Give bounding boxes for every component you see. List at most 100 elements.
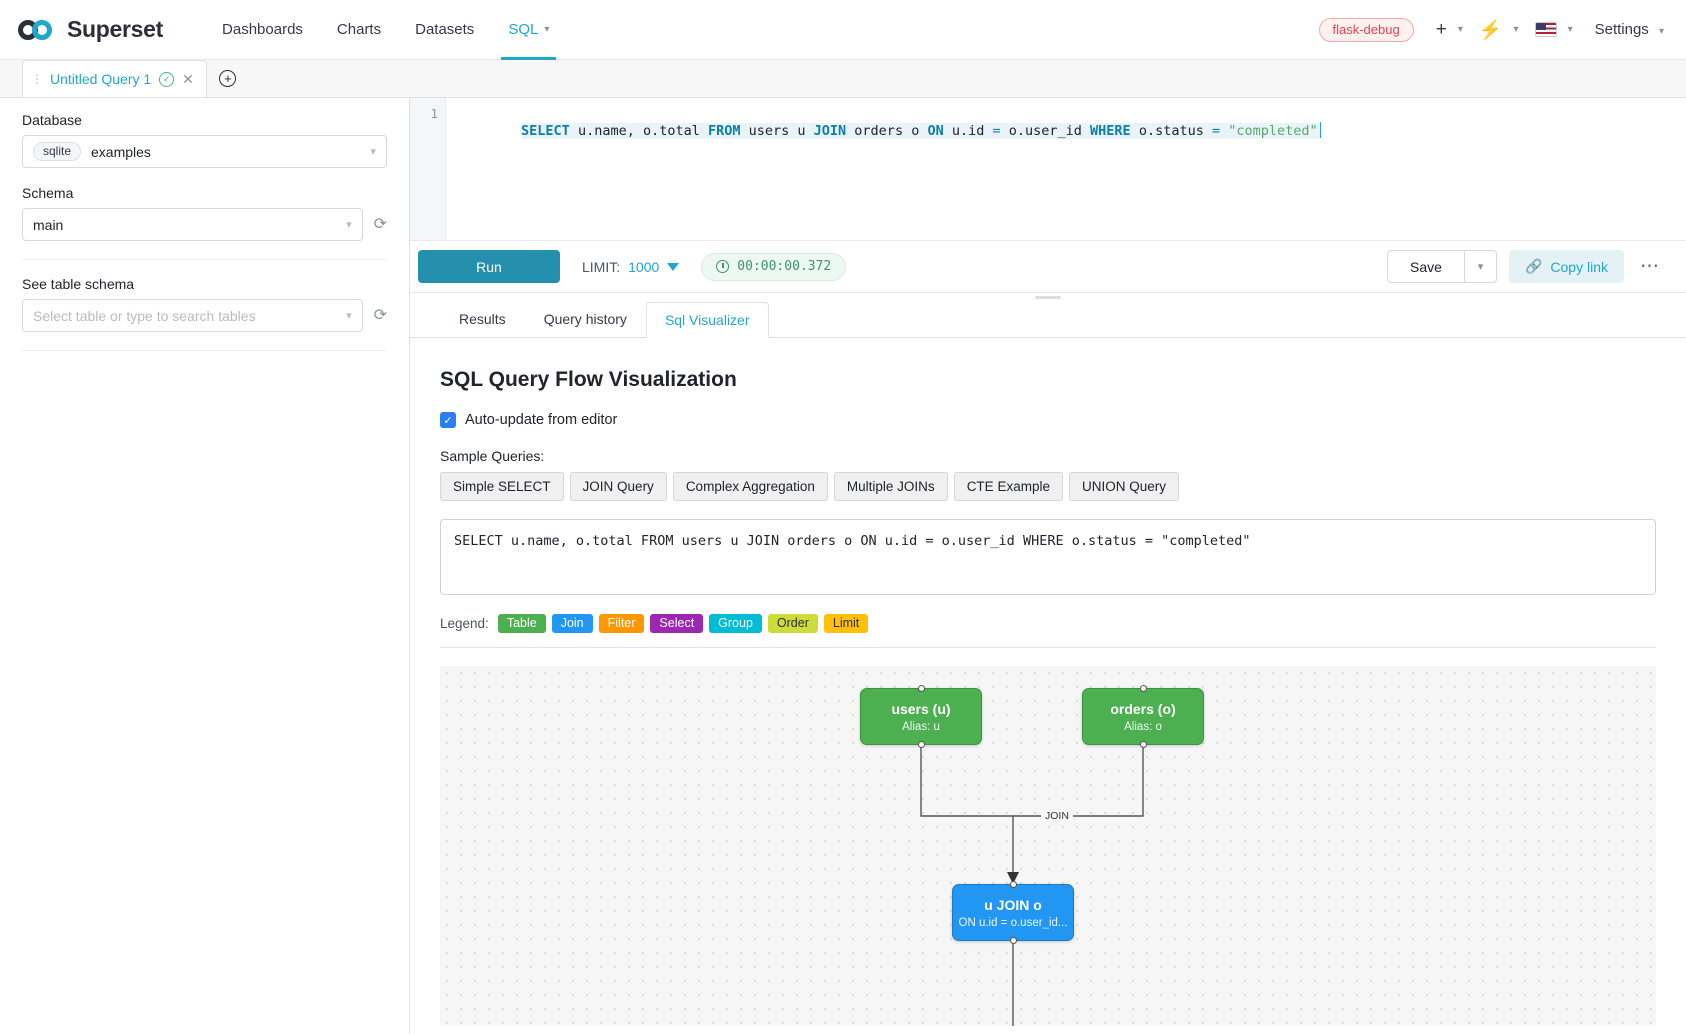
drag-handle-icon[interactable]: ⋮: [31, 72, 43, 86]
infinity-logo-icon: [18, 18, 58, 42]
new-item-button[interactable]: + ▾: [1430, 15, 1469, 45]
sample-queries-label: Sample Queries:: [440, 448, 545, 464]
panel-divider: [22, 259, 387, 260]
auto-update-checkbox[interactable]: ✓: [440, 412, 456, 428]
database-field: Database sqlite examples ▾: [22, 112, 387, 168]
panel-resize-handle[interactable]: [410, 293, 1686, 301]
graph-node-users[interactable]: users (u) Alias: u: [860, 685, 982, 748]
add-query-tab-button[interactable]: +: [207, 60, 249, 97]
check-circle-icon: ✓: [159, 71, 175, 87]
query-flow-graph[interactable]: JOIN users (u) Alias: u orders (o) Alias…: [440, 666, 1656, 1026]
database-select[interactable]: sqlite examples ▾: [22, 135, 387, 168]
sample-button-union-query[interactable]: UNION Query: [1068, 472, 1179, 501]
brand-name: Superset: [67, 16, 164, 42]
tab-sql-visualizer[interactable]: Sql Visualizer: [645, 302, 769, 338]
legend-chip-order: Order: [767, 614, 818, 633]
copy-link-button[interactable]: 🔗 Copy link: [1508, 250, 1624, 283]
nav-label: Charts: [336, 21, 382, 38]
chevron-down-icon: ▾: [1658, 26, 1664, 37]
chevron-down-icon: ▾: [544, 24, 550, 35]
sql-input-textarea[interactable]: [440, 519, 1656, 595]
copy-link-label: Copy link: [1550, 258, 1608, 275]
table-select[interactable]: Select table or type to search tables ▾: [22, 299, 363, 332]
chevron-down-icon: ▾: [370, 146, 376, 158]
schema-select[interactable]: main ▾: [22, 208, 363, 241]
plus-icon: +: [1435, 18, 1447, 40]
save-button[interactable]: Save: [1387, 250, 1465, 283]
chevron-down-icon: ▾: [1567, 24, 1573, 35]
schema-value: main: [33, 216, 64, 233]
language-selector[interactable]: ▾: [1529, 18, 1579, 41]
query-tab-label: Untitled Query 1: [50, 71, 152, 87]
flask-debug-badge: flask-debug: [1318, 17, 1414, 42]
nav-item-dashboards[interactable]: Dashboards: [205, 0, 320, 60]
ellipsis-icon[interactable]: ⋯: [1640, 256, 1660, 277]
node-port-bottom: [917, 741, 925, 748]
legend-chip-table: Table: [497, 614, 546, 633]
schema-field: Schema main ▾ ⟳: [22, 185, 387, 241]
resize-grip: [1035, 295, 1061, 299]
lightning-bolt-icon: ⚡: [1478, 19, 1503, 41]
limit-label: LIMIT:: [582, 258, 621, 275]
node-title: users (u): [891, 700, 951, 717]
nav-item-datasets[interactable]: Datasets: [398, 0, 491, 60]
nav-item-charts[interactable]: Charts: [320, 0, 398, 60]
legend-chip-group: Group: [709, 614, 762, 633]
chevron-down-icon: ▾: [346, 310, 352, 322]
node-subtitle: Alias: o: [1124, 720, 1162, 733]
sample-button-join-query[interactable]: JOIN Query: [569, 472, 667, 501]
editor-line-1: SELECT u.name, o.total FROM users u JOIN…: [521, 123, 1320, 139]
sample-button-cte-example[interactable]: CTE Example: [953, 472, 1063, 501]
legend-chip-filter: Filter: [598, 614, 645, 633]
tab-query-history[interactable]: Query history: [525, 301, 646, 337]
chevron-down-icon: ▾: [346, 219, 352, 231]
us-flag-icon: [1534, 22, 1557, 37]
nav-label: Dashboards: [222, 21, 303, 38]
link-icon: 🔗: [1524, 258, 1543, 274]
sql-ace-editor[interactable]: 1 SELECT u.name, o.total FROM users u JO…: [410, 98, 1686, 241]
refresh-schema-icon[interactable]: ⟳: [373, 215, 387, 233]
graph-node-join[interactable]: u JOIN o ON u.id = o.user_id...: [952, 881, 1074, 944]
node-subtitle: ON u.id = o.user_id...: [958, 916, 1068, 929]
left-query-panel: Database sqlite examples ▾ Schema main ▾…: [0, 98, 410, 1034]
query-tab-strip: ⋮ Untitled Query 1 ✓ ✕ +: [0, 60, 1686, 98]
node-title: u JOIN o: [984, 896, 1042, 913]
graph-node-orders[interactable]: orders (o) Alias: o: [1082, 685, 1204, 748]
top-navbar: Superset Dashboards Charts Datasets SQL …: [0, 0, 1686, 60]
refresh-tables-icon[interactable]: ⟳: [373, 306, 387, 324]
sample-button-multiple-joins[interactable]: Multiple JOINs: [833, 472, 948, 501]
clock-icon: [716, 260, 730, 273]
legend-chip-limit: Limit: [823, 614, 869, 633]
superset-logo[interactable]: Superset: [18, 16, 163, 43]
editor-code-area[interactable]: SELECT u.name, o.total FROM users u JOIN…: [446, 98, 1686, 240]
save-dropdown-chevron-down-icon[interactable]: ▾: [1464, 250, 1497, 283]
node-title: orders (o): [1110, 700, 1176, 717]
database-value: examples: [91, 143, 151, 160]
timer-value: 00:00:00.372: [737, 259, 832, 274]
right-editor-panel: 1 SELECT u.name, o.total FROM users u JO…: [410, 98, 1686, 1034]
limit-value: 1000: [628, 258, 660, 275]
settings-menu[interactable]: Settings ▾: [1583, 21, 1664, 38]
tab-results[interactable]: Results: [440, 301, 525, 337]
nav-item-sql[interactable]: SQL ▾: [491, 0, 566, 60]
chevron-down-icon: ▾: [1457, 24, 1463, 35]
sample-button-simple-select[interactable]: Simple SELECT: [440, 472, 564, 501]
tab-label: Sql Visualizer: [664, 312, 750, 328]
text-cursor: [1319, 122, 1321, 138]
node-port-bottom: [1139, 741, 1147, 748]
schema-label: Schema: [22, 185, 74, 201]
table-schema-label: See table schema: [22, 276, 135, 292]
page-title: SQL Query Flow Visualization: [440, 368, 737, 391]
sample-button-complex-aggregation[interactable]: Complex Aggregation: [672, 472, 828, 501]
database-engine-pill: sqlite: [33, 142, 82, 161]
sql-visualizer-panel: SQL Query Flow Visualization ✓ Auto-upda…: [410, 338, 1686, 1034]
legend-label: Legend:: [440, 616, 489, 631]
node-subtitle: Alias: u: [902, 720, 940, 733]
quick-actions-button[interactable]: ⚡ ▾: [1473, 14, 1525, 46]
run-button[interactable]: Run: [418, 250, 560, 283]
close-icon[interactable]: ✕: [182, 70, 194, 87]
graph-edges: [920, 745, 1144, 1026]
query-tab-untitled-query-1[interactable]: ⋮ Untitled Query 1 ✓ ✕: [22, 60, 207, 97]
limit-dropdown[interactable]: LIMIT: 1000: [582, 258, 680, 275]
save-button-group: Save ▾: [1387, 250, 1497, 283]
